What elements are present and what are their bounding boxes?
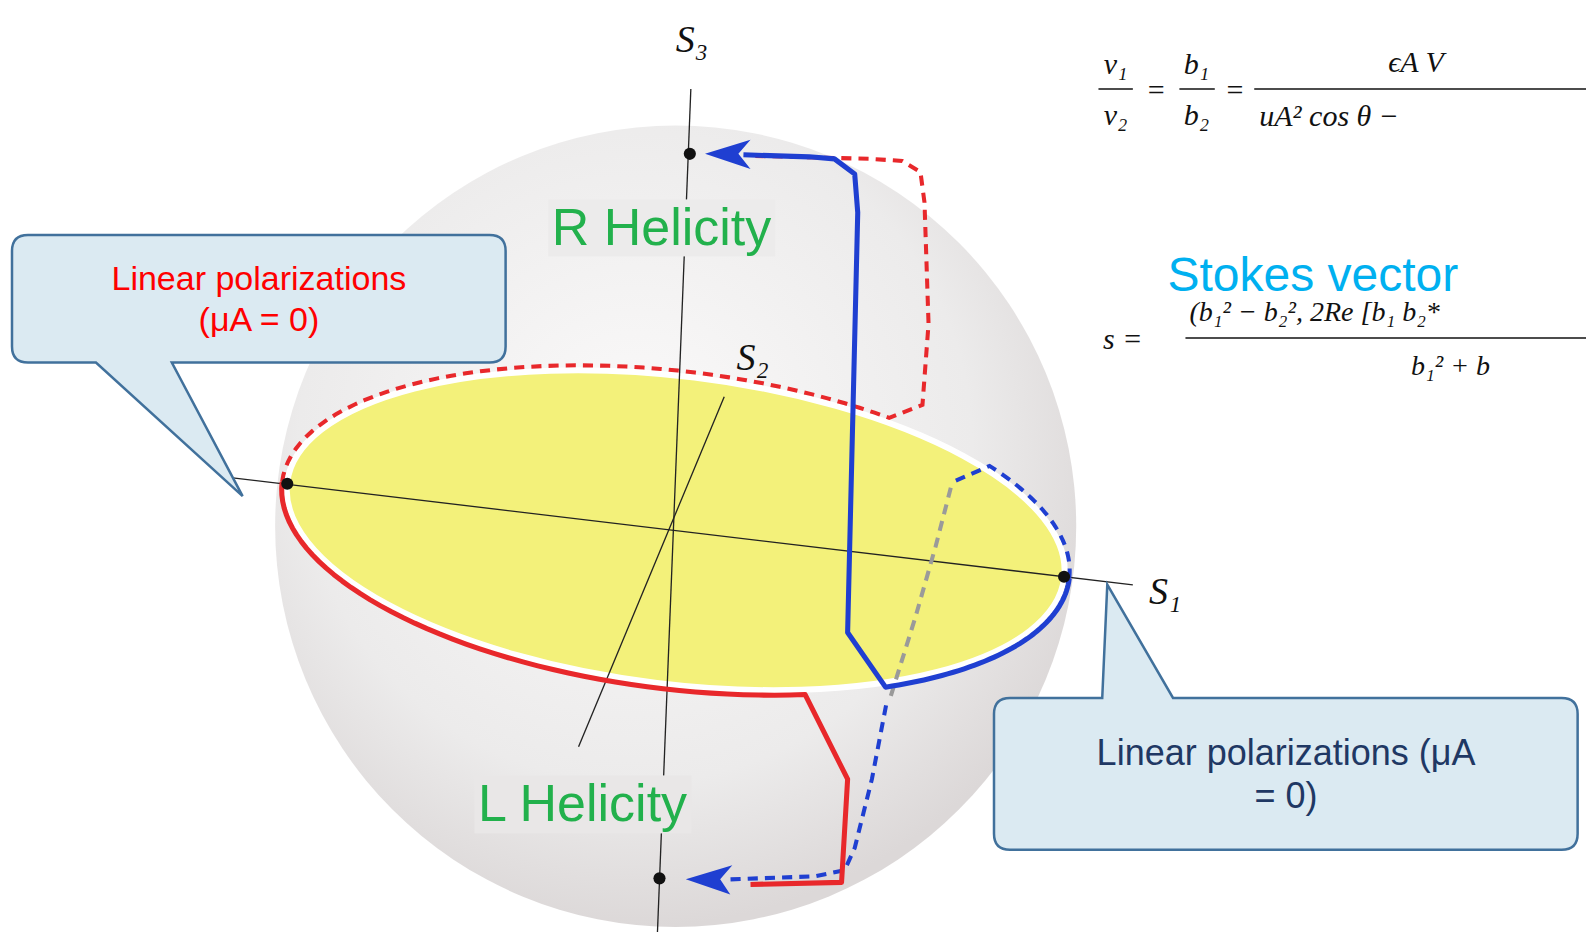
callout-box: Linear polarizations (μA = 0) <box>994 698 1578 850</box>
callout-shape <box>12 235 506 363</box>
axis-label: S₂ <box>736 337 768 379</box>
callout-box: Linear polarizations (μA = 0) <box>12 235 506 363</box>
callout-text-group: Linear polarizations (μA = 0) <box>1089 731 1483 817</box>
equator-dot <box>1058 571 1070 583</box>
callout-text: Linear polarizations (μA = 0) <box>1089 731 1483 817</box>
equation-term: b₂ <box>1184 98 1209 131</box>
callout-outline <box>994 585 1578 850</box>
equator-dot <box>281 478 293 490</box>
arrowhead <box>686 865 733 894</box>
red-solid-path <box>282 482 848 885</box>
axis-label: S₃ <box>676 20 708 62</box>
gray-dashed-path <box>890 488 951 698</box>
axis-label: S₁ <box>1149 571 1181 613</box>
pole-dot <box>653 872 665 884</box>
equation-term: b₁ <box>1184 46 1209 79</box>
blue-dashed-path <box>956 466 1070 579</box>
helicity-label: R Helicity <box>548 199 776 256</box>
s1-axis <box>231 478 1133 585</box>
equation-term: b₁² + b <box>1411 351 1490 382</box>
fraction-bar <box>1179 88 1214 90</box>
equation-sign: = <box>1148 73 1165 106</box>
equation-sign: = <box>1227 73 1244 106</box>
callout-text: Linear polarizations (μA = 0) <box>84 258 433 340</box>
callout-shape <box>994 698 1578 850</box>
equation-term: ϵA V <box>1388 44 1444 77</box>
fraction-bar <box>1098 88 1132 90</box>
equation-term: s = <box>1103 321 1142 354</box>
equation-term: uA² cos θ − <box>1259 99 1399 132</box>
equation-term: v₂ <box>1104 98 1128 131</box>
blue-solid-path <box>743 155 1069 687</box>
callout-text-group: Linear polarizations (μA = 0) <box>84 258 433 340</box>
fraction-bar <box>1254 88 1586 90</box>
section-heading: Stokes vector <box>1167 249 1458 302</box>
arrowhead <box>705 140 751 169</box>
equation-term: (b₁² − b₂², 2Re [b₁ b₂* <box>1190 296 1440 327</box>
fraction-bar <box>1185 337 1586 339</box>
blue-dashed-path <box>730 705 886 879</box>
callout-outline <box>12 235 506 496</box>
pole-dot <box>684 148 696 160</box>
helicity-label: L Helicity <box>474 776 691 833</box>
equation-term: v₁ <box>1104 46 1128 79</box>
